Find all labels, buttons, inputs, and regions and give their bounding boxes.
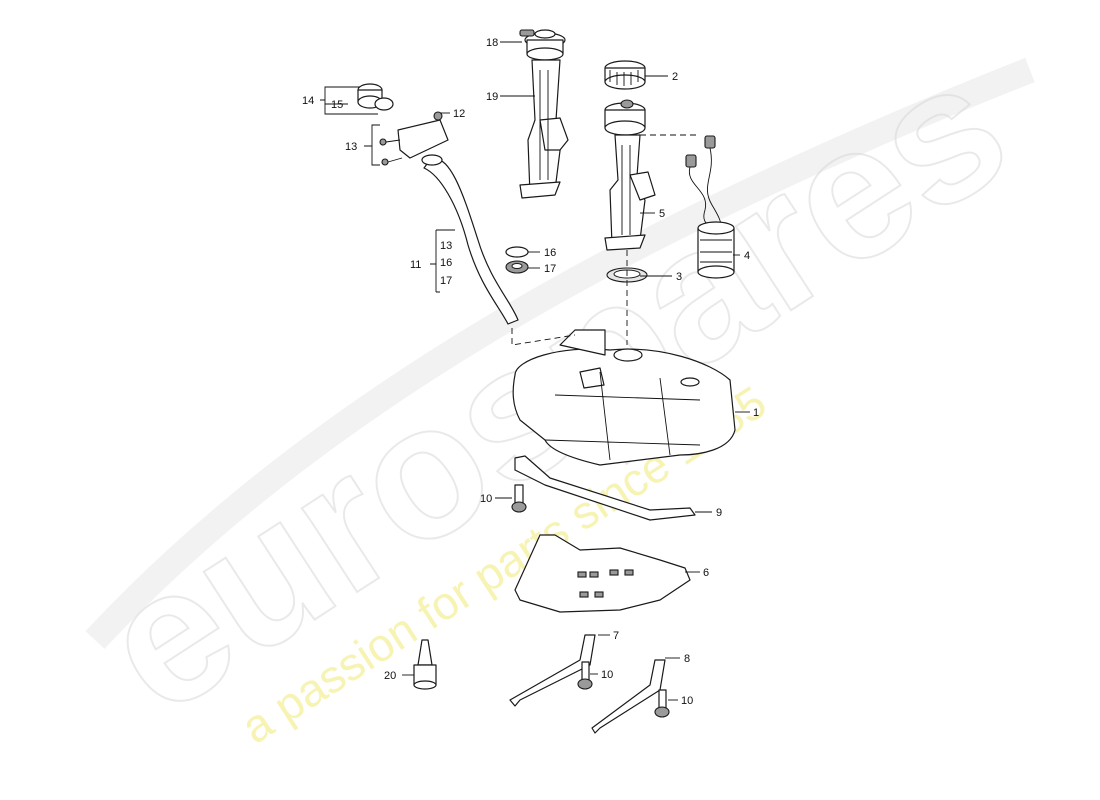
callout-2: 2 [672, 71, 678, 83]
callout-7: 7 [613, 630, 619, 642]
tank-strap-front [509, 634, 596, 707]
assembly-dashed-lines [511, 134, 700, 346]
level-sender-unit [519, 29, 569, 199]
callout-12: 12 [453, 108, 465, 120]
callout-15: 15 [331, 99, 343, 111]
callout-16: 16 [544, 247, 556, 259]
tank-strap-rear [591, 659, 666, 734]
callout-10-upper: 10 [480, 493, 492, 505]
callout-8: 8 [684, 653, 690, 665]
fuel-pump-module [604, 99, 656, 251]
callout-labels: 1 2 3 4 5 6 7 8 9 10 10 10 11 12 13 13 1… [302, 37, 759, 707]
callout-9: 9 [716, 507, 722, 519]
callout-20: 20 [384, 670, 396, 682]
filler-cap [357, 83, 394, 111]
filler-bracket [379, 111, 449, 166]
fuel-tank [512, 329, 736, 466]
callout-10-lower: 10 [681, 695, 693, 707]
callout-17: 17 [544, 263, 556, 275]
sealant-bottle [413, 639, 437, 690]
callout-10-middle: 10 [601, 669, 613, 681]
callout-3: 3 [676, 271, 682, 283]
underbody-shield [514, 534, 691, 613]
leader-lines [320, 41, 750, 701]
locking-ring [604, 60, 646, 90]
tank-strap-long [514, 455, 696, 521]
filler-neck [421, 154, 519, 325]
callout-5: 5 [659, 208, 665, 220]
grommet [505, 246, 529, 274]
callout-18: 18 [486, 37, 498, 49]
callout-6: 6 [703, 567, 709, 579]
bolt-icon [511, 484, 670, 718]
callout-14: 14 [302, 95, 314, 107]
callout-19: 19 [486, 91, 498, 103]
callout-11: 11 [410, 259, 421, 271]
callout-13-list: 13 [440, 240, 452, 252]
fuel-pump-with-harness [685, 135, 735, 279]
callout-16-list: 16 [440, 257, 452, 269]
callout-17-list: 17 [440, 275, 452, 287]
callout-13-bracket: 13 [345, 141, 357, 153]
callout-1: 1 [753, 407, 759, 419]
callout-4: 4 [744, 250, 750, 262]
